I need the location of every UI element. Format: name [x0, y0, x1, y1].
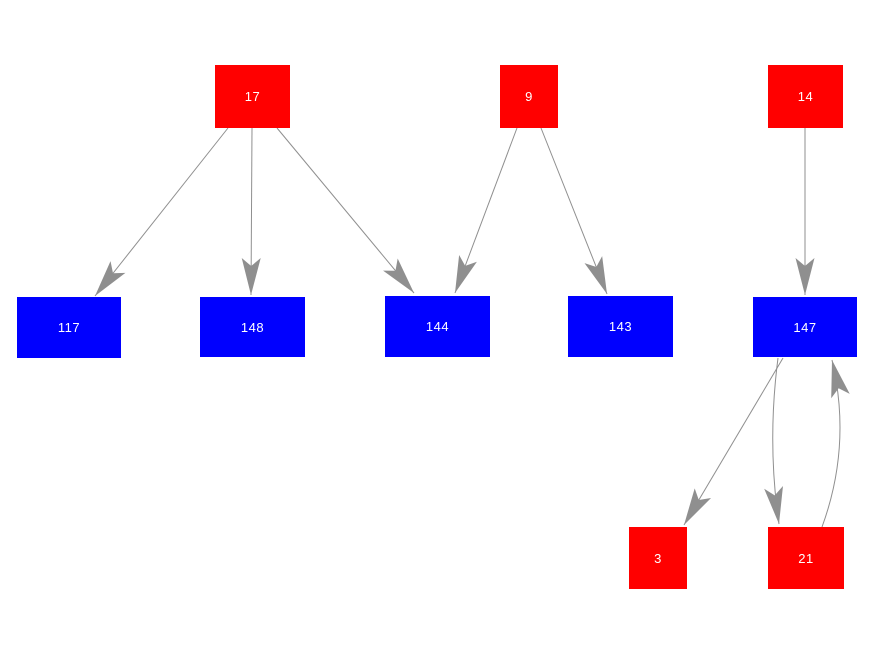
node-label-3: 3 — [654, 550, 662, 566]
node-label-117: 117 — [57, 320, 81, 335]
edge-17-148 — [241, 127, 261, 296]
node-117: 117 — [17, 297, 121, 358]
node-label-9: 9 — [525, 89, 533, 104]
edge-9-143 — [540, 127, 608, 295]
edge-9-144 — [454, 127, 518, 294]
node-label-147: 147 — [793, 319, 817, 335]
node-label-148: 148 — [240, 319, 265, 335]
edge-21-147 — [821, 359, 850, 528]
edge-17-144 — [276, 127, 415, 294]
node-144: 144 — [385, 296, 490, 357]
node-17: 17 — [215, 65, 290, 128]
node-label-14: 14 — [797, 89, 814, 104]
node-label-17: 17 — [244, 89, 261, 104]
node-148: 148 — [200, 297, 305, 357]
node-label-144: 144 — [425, 319, 450, 334]
node-9: 9 — [500, 65, 558, 128]
node-3: 3 — [629, 527, 687, 589]
node-143: 143 — [568, 296, 673, 357]
node-label-21: 21 — [798, 550, 814, 566]
edge-147-21 — [764, 357, 783, 525]
node-label-143: 143 — [608, 319, 633, 334]
node-147: 147 — [753, 297, 857, 357]
node-14: 14 — [768, 65, 843, 128]
edge-17-117 — [94, 127, 229, 297]
edge-147-3 — [683, 357, 784, 526]
node-21: 21 — [768, 527, 844, 589]
